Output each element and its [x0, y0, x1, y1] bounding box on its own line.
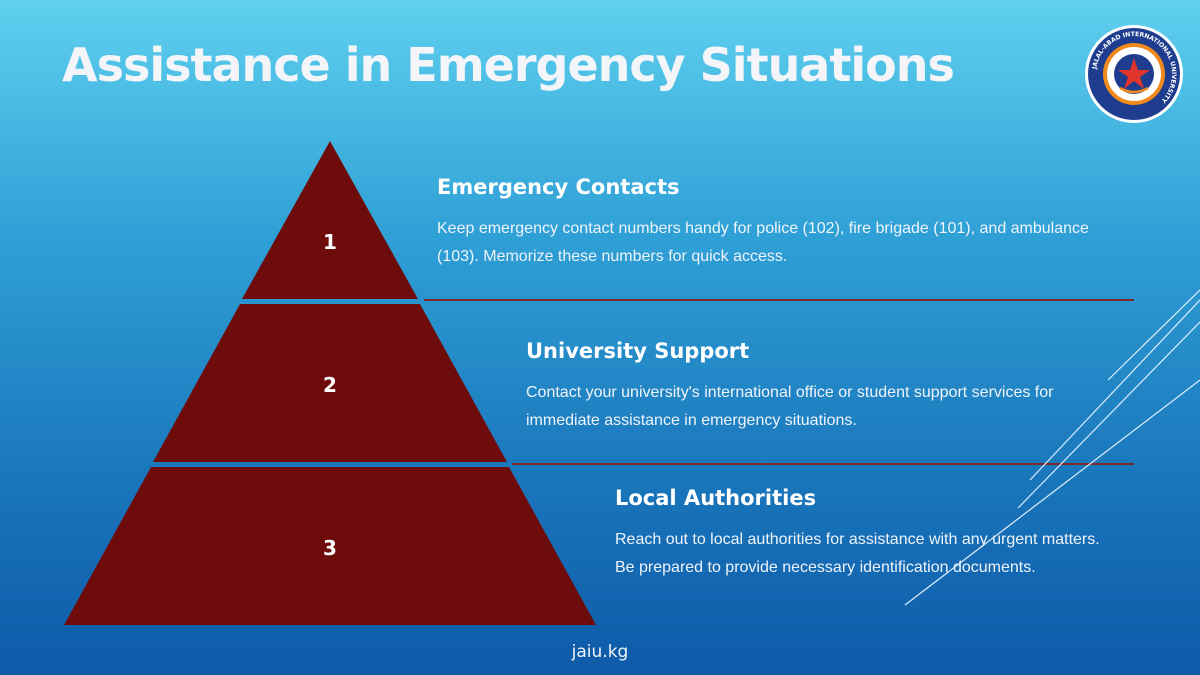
emergency-contacts-text: Keep emergency contact numbers handy for… [437, 220, 1089, 265]
pyramid-level-3 [64, 467, 596, 625]
university-support-section: University Support Contact your universi… [526, 339, 1126, 435]
local-authorities-text: Reach out to local authorities for assis… [615, 531, 1100, 576]
footer-website: jaiu.kg [571, 642, 629, 662]
page-title: Assistance in Emergency Situations [62, 38, 955, 92]
emergency-contacts-heading: Emergency Contacts [437, 175, 680, 199]
level-2-number: 2 [323, 373, 337, 397]
level-2-divider [512, 463, 1134, 465]
level-3-number: 3 [323, 536, 337, 560]
level-1-number: 1 [323, 230, 337, 254]
pyramid-level-1 [242, 141, 418, 299]
university-support-heading: University Support [526, 339, 750, 363]
local-authorities-section: Local Authorities Reach out to local aut… [615, 486, 1105, 582]
university-seal-icon: JALAL-ABAD INTERNATIONAL UNIVERSITY [1085, 25, 1183, 123]
university-support-text: Contact your university's international … [526, 384, 1054, 429]
pyramid-level-2 [153, 304, 507, 462]
emergency-contacts-section: Emergency Contacts Keep emergency contac… [437, 175, 1117, 271]
local-authorities-heading: Local Authorities [615, 486, 817, 510]
level-1-divider [424, 299, 1134, 301]
